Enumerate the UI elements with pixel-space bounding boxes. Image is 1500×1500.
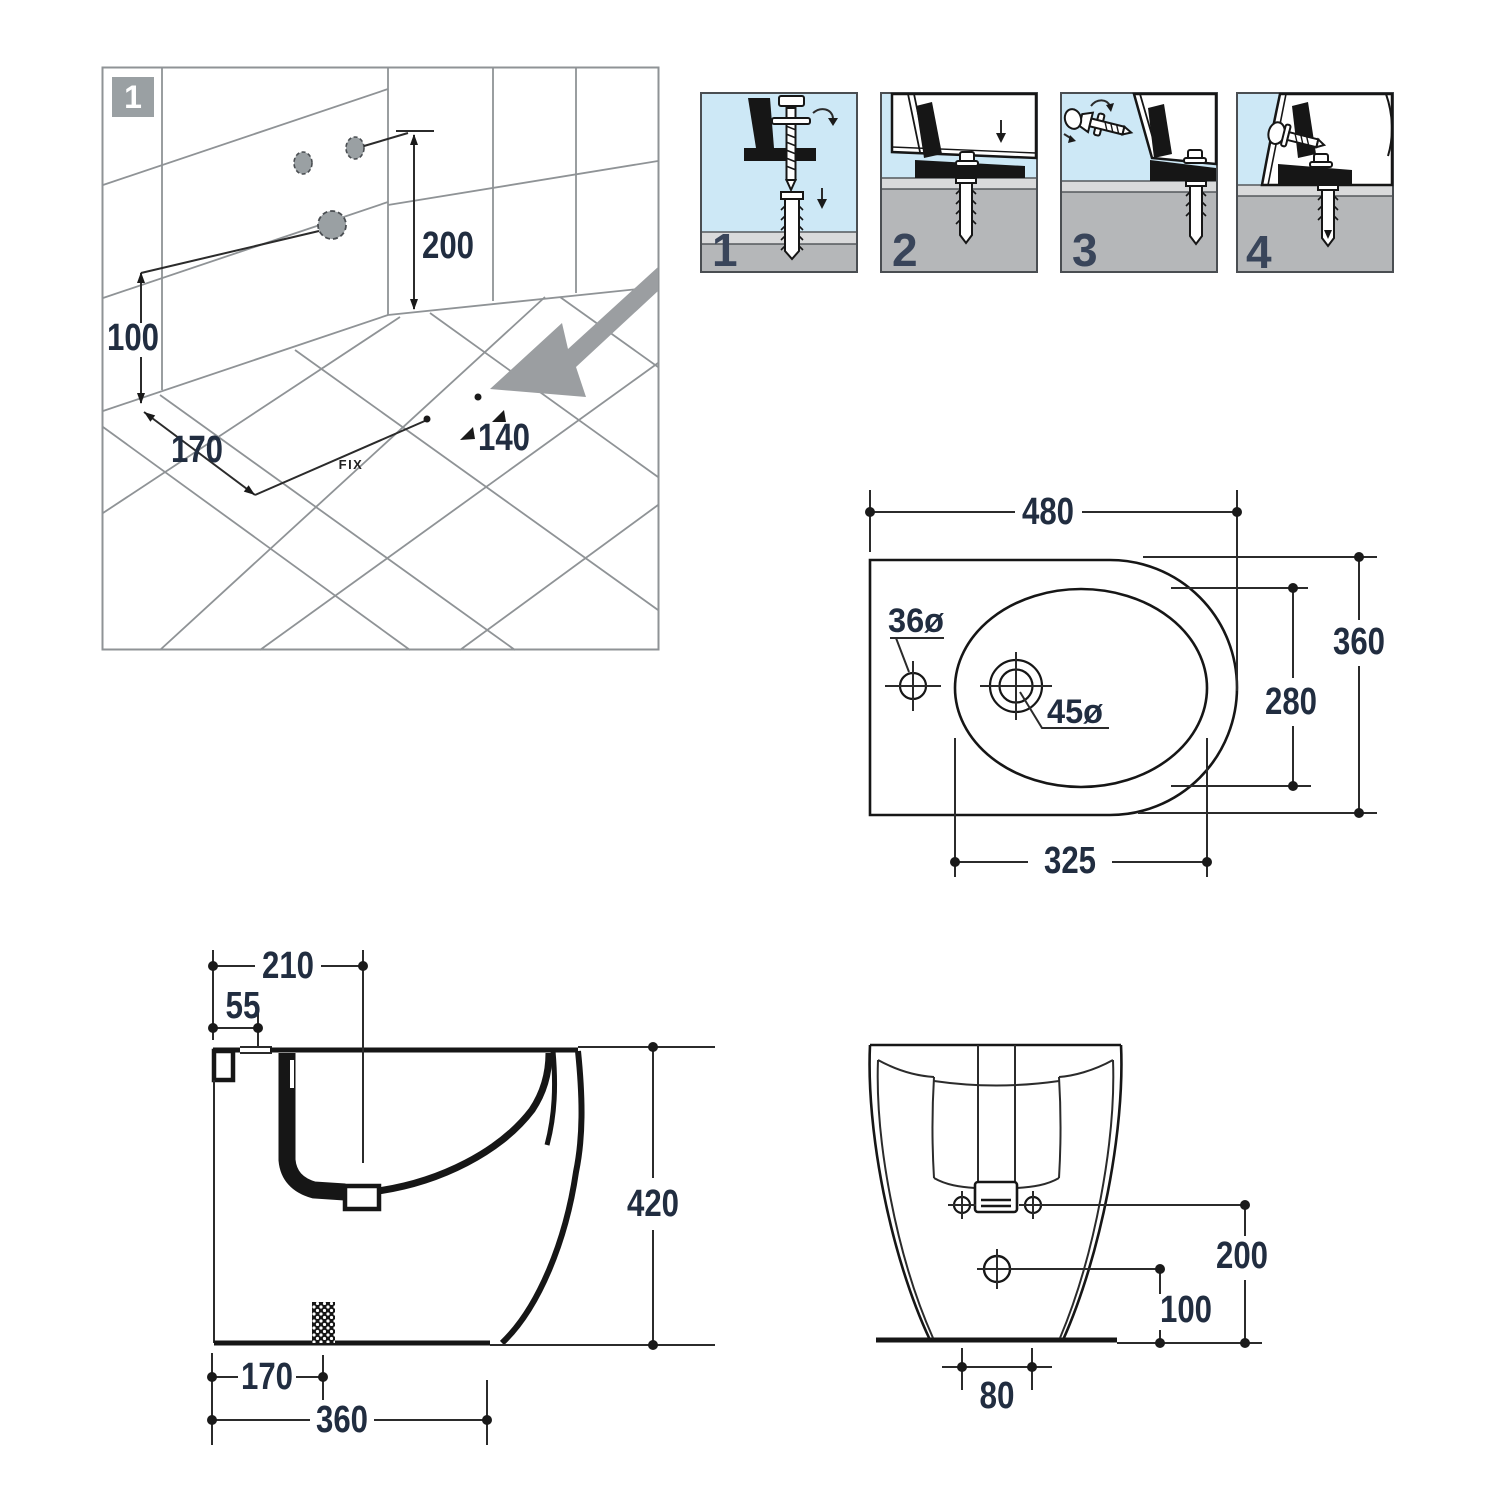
dim-480-label: 480 [1022, 491, 1074, 533]
fix-label: FIX [339, 457, 364, 472]
step-2-number: 2 [892, 224, 918, 273]
wall-drill-holes [293, 136, 365, 240]
bidet-base-ceramic [890, 92, 1038, 160]
dim-200: 200 [1047, 1200, 1268, 1348]
dim-480: 480 [865, 490, 1242, 691]
step-panel-2: 2 [880, 92, 1038, 273]
dim-360: 360 [1138, 552, 1385, 818]
panel-number-label: 1 [124, 79, 142, 115]
step-panel-1: 1 [700, 92, 858, 273]
dim-140-label: 140 [478, 417, 530, 459]
floor-fixing-point-left [423, 415, 431, 423]
dim-36-label: 36ø [888, 602, 944, 640]
bowl-bottom [377, 1052, 553, 1195]
dim-280: 280 [1171, 583, 1317, 791]
dim-325: 325 [950, 738, 1212, 882]
dim-420: 420 [490, 1042, 715, 1350]
step-3-number: 3 [1072, 224, 1098, 273]
side-screw [1078, 111, 1134, 137]
rear-view-drawing: 200 100 80 [868, 1043, 1268, 1417]
inlet-leader-line [140, 230, 320, 274]
perspective-view-panel: 1 100 200 170 [101, 66, 660, 651]
wall-plug [1317, 184, 1339, 248]
floor-screed-band [702, 232, 856, 244]
dim-360-depth: 360 [207, 1380, 492, 1445]
down-arrow-icon [996, 120, 1006, 143]
dim-36: 36ø [888, 602, 944, 673]
small-arrow-icon [1063, 133, 1076, 143]
dim-170-label: 170 [171, 429, 223, 471]
bidet-section [211, 1046, 585, 1346]
water-inlet-hole [317, 210, 347, 240]
dim-45: 45ø [1019, 691, 1109, 731]
dim-100-label: 100 [107, 317, 159, 359]
rotation-arrow-icon [812, 108, 838, 126]
step-4-number: 4 [1246, 226, 1272, 273]
dim-100: 100 [107, 272, 159, 404]
fixing-bracket [1148, 104, 1216, 181]
dim-140: 140 [460, 410, 530, 459]
step-1-number: 1 [712, 224, 738, 273]
dim-210-label: 210 [262, 945, 314, 987]
fixing-bracket [915, 102, 1025, 178]
down-arrow-icon [817, 188, 827, 209]
dim-45-label: 45ø [1047, 693, 1103, 731]
dim-80: 80 [942, 1348, 1052, 1417]
direction-arrow-icon [490, 267, 658, 397]
wall-plug [780, 191, 804, 261]
washer [771, 117, 811, 125]
dim-420-label: 420 [627, 1183, 679, 1225]
dim-200-label: 200 [1216, 1235, 1268, 1277]
floor-fixing-point-right [474, 393, 482, 401]
dim-325-label: 325 [1044, 840, 1096, 882]
fixing-holes [948, 1191, 1047, 1219]
dim-100: 100 [1016, 1264, 1212, 1348]
step-panel-4: 4 [1236, 92, 1394, 273]
dim-170: 170 [207, 1353, 328, 1445]
dim-80-label: 80 [980, 1375, 1015, 1417]
rim-ledge-notch [211, 1048, 236, 1083]
side-screw [1267, 121, 1327, 149]
drain-hole [980, 652, 1052, 720]
bowl-front-wall [278, 1053, 346, 1201]
fixing-bracket [744, 98, 816, 161]
dim-55-label: 55 [226, 985, 261, 1027]
screw-head [1183, 149, 1207, 164]
fix-line: FIX [254, 393, 482, 496]
dim-170: 170 [143, 411, 256, 496]
screw-head [778, 95, 805, 107]
side-view-drawing: 210 55 420 170 360 [207, 945, 715, 1445]
step-panel-3: 3 [1060, 92, 1218, 273]
cover-cap [1063, 108, 1083, 130]
dim-100-label: 100 [1160, 1289, 1212, 1331]
tap-hole [885, 661, 941, 711]
dim-360-label: 360 [1333, 621, 1385, 663]
back-inner-edge [544, 1050, 558, 1146]
water-inlet-hole [977, 1249, 1017, 1289]
drain-socket [342, 1183, 382, 1212]
dim-200-label: 200 [422, 225, 474, 267]
bowl-rim [953, 587, 1209, 789]
panel-number-badge [112, 77, 154, 117]
floor-tile-grid [102, 296, 659, 651]
screw-head [1309, 153, 1333, 168]
dim-360-depth-label: 360 [316, 1399, 368, 1441]
floor-slab [702, 244, 856, 271]
rotation-arrow-icon [1090, 99, 1114, 112]
dim-200: 200 [363, 130, 474, 310]
screw [771, 95, 811, 193]
back-edge [499, 1050, 585, 1346]
wall-plug [1185, 180, 1207, 246]
bidet-rear-outline [868, 1043, 1123, 1343]
bidet-outline [868, 558, 1239, 817]
top-view-drawing: 36ø 45ø 480 360 280 325 [865, 490, 1385, 882]
wall-plug [955, 177, 977, 245]
dim-55: 55 [208, 985, 263, 1048]
dim-170-label: 170 [241, 1356, 293, 1398]
dim-210: 210 [208, 945, 368, 1040]
drain-spigot [973, 1180, 1019, 1214]
screw-head [955, 151, 979, 167]
dim-280-label: 280 [1265, 681, 1317, 723]
floor-outlet-hatch [312, 1302, 335, 1343]
